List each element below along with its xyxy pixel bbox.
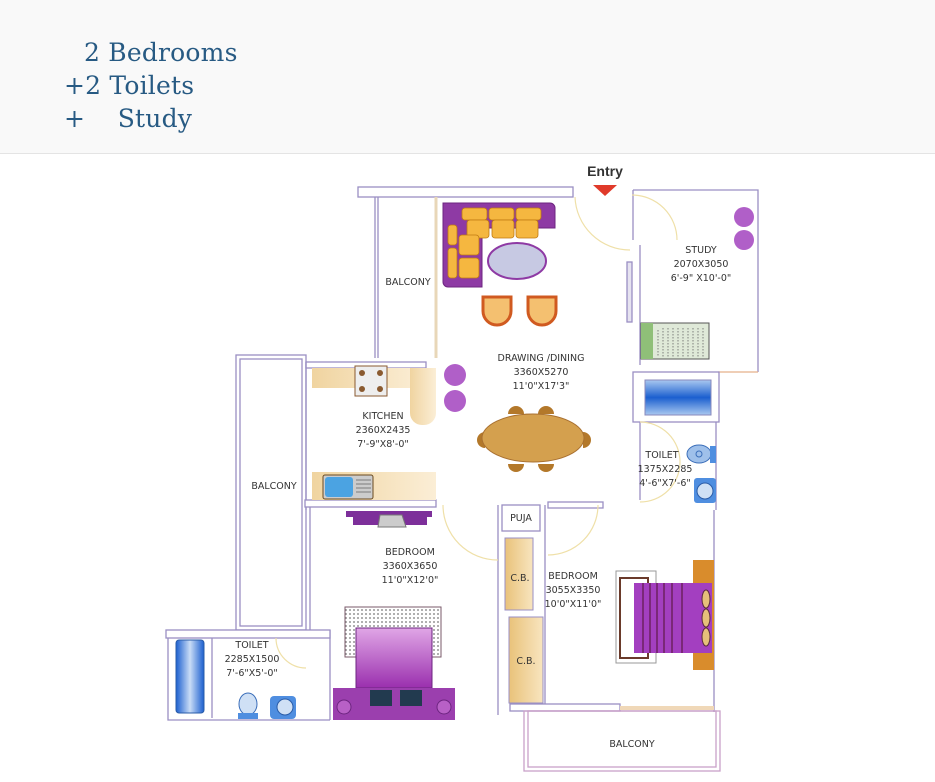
bedrooms-line: 2 Bedrooms xyxy=(84,38,238,67)
stool xyxy=(444,390,466,412)
study-stool xyxy=(734,230,754,250)
study-bed xyxy=(640,322,710,360)
double-bed-left xyxy=(333,606,455,720)
sofa xyxy=(442,202,556,288)
drawing-imperial: 11'0"X17'3" xyxy=(513,381,570,392)
room-label-cb-top: C.B. xyxy=(510,573,529,584)
kitchen-imperial: 7'-9"X8'-0" xyxy=(357,439,409,450)
room-label-toilet-right: TOILET xyxy=(644,450,678,461)
drawing-metric: 3360X5270 xyxy=(514,367,569,378)
door-swings xyxy=(275,194,681,669)
kitchen-metric: 2360X2435 xyxy=(356,425,411,436)
toilet-left-imperial: 7'-6"X5'-0" xyxy=(226,668,278,679)
stool xyxy=(444,364,466,386)
study-imperial: 6'-9" X10'-0" xyxy=(671,273,732,284)
chair xyxy=(377,514,407,528)
room-label-toilet-left: TOILET xyxy=(234,640,268,651)
room-label-bedroom-left: BEDROOM xyxy=(385,547,435,558)
sink-icon xyxy=(322,474,374,500)
room-label-puja: PUJA xyxy=(510,513,532,524)
bathtub xyxy=(175,639,205,714)
double-bed-right xyxy=(615,560,714,670)
toilet-right-metric: 1375X2285 xyxy=(638,464,693,475)
header-banner: 2 Bedrooms +2 Toilets + Study xyxy=(0,0,935,154)
bedroom-right-metric: 3055X3350 xyxy=(546,585,601,596)
room-label-balcony-bottom: BALCONY xyxy=(609,739,655,750)
toilet-seat xyxy=(238,692,258,719)
room-label-study: STUDY xyxy=(685,245,717,256)
room-label-kitchen: KITCHEN xyxy=(362,411,403,422)
bedroom-left-imperial: 11'0"X12'0" xyxy=(382,575,439,586)
toilet-right-imperial: 4'-6"X7'-6" xyxy=(639,478,691,489)
toilet-seat xyxy=(686,444,716,464)
toilet-left-metric: 2285X1500 xyxy=(225,654,280,665)
study-stool xyxy=(734,207,754,227)
room-label-balcony-left: BALCONY xyxy=(251,481,297,492)
toilets-line: +2 Toilets xyxy=(64,71,195,100)
bathtub xyxy=(644,379,712,416)
study-line: + Study xyxy=(64,104,193,133)
cupboard-top xyxy=(504,537,534,611)
dining-table xyxy=(477,406,591,472)
entry-arrow-icon xyxy=(593,185,617,196)
study-metric: 2070X3050 xyxy=(674,259,729,270)
room-label-drawing: DRAWING /DINING xyxy=(498,353,585,364)
wash-basin xyxy=(270,696,296,719)
bedroom-right-imperial: 10'0"X11'0" xyxy=(545,599,602,610)
coffee-table xyxy=(487,242,547,280)
room-label-balcony-top: BALCONY xyxy=(385,277,431,288)
cooktop-icon xyxy=(354,365,388,397)
bedroom-left-metric: 3360X3650 xyxy=(383,561,438,572)
room-label-cb-bottom: C.B. xyxy=(516,656,535,667)
cupboard-bottom xyxy=(508,616,544,704)
entry-label: Entry xyxy=(587,163,623,179)
armchairs xyxy=(481,295,558,327)
wash-basin xyxy=(694,478,716,503)
room-label-bedroom-right: BEDROOM xyxy=(548,571,598,582)
